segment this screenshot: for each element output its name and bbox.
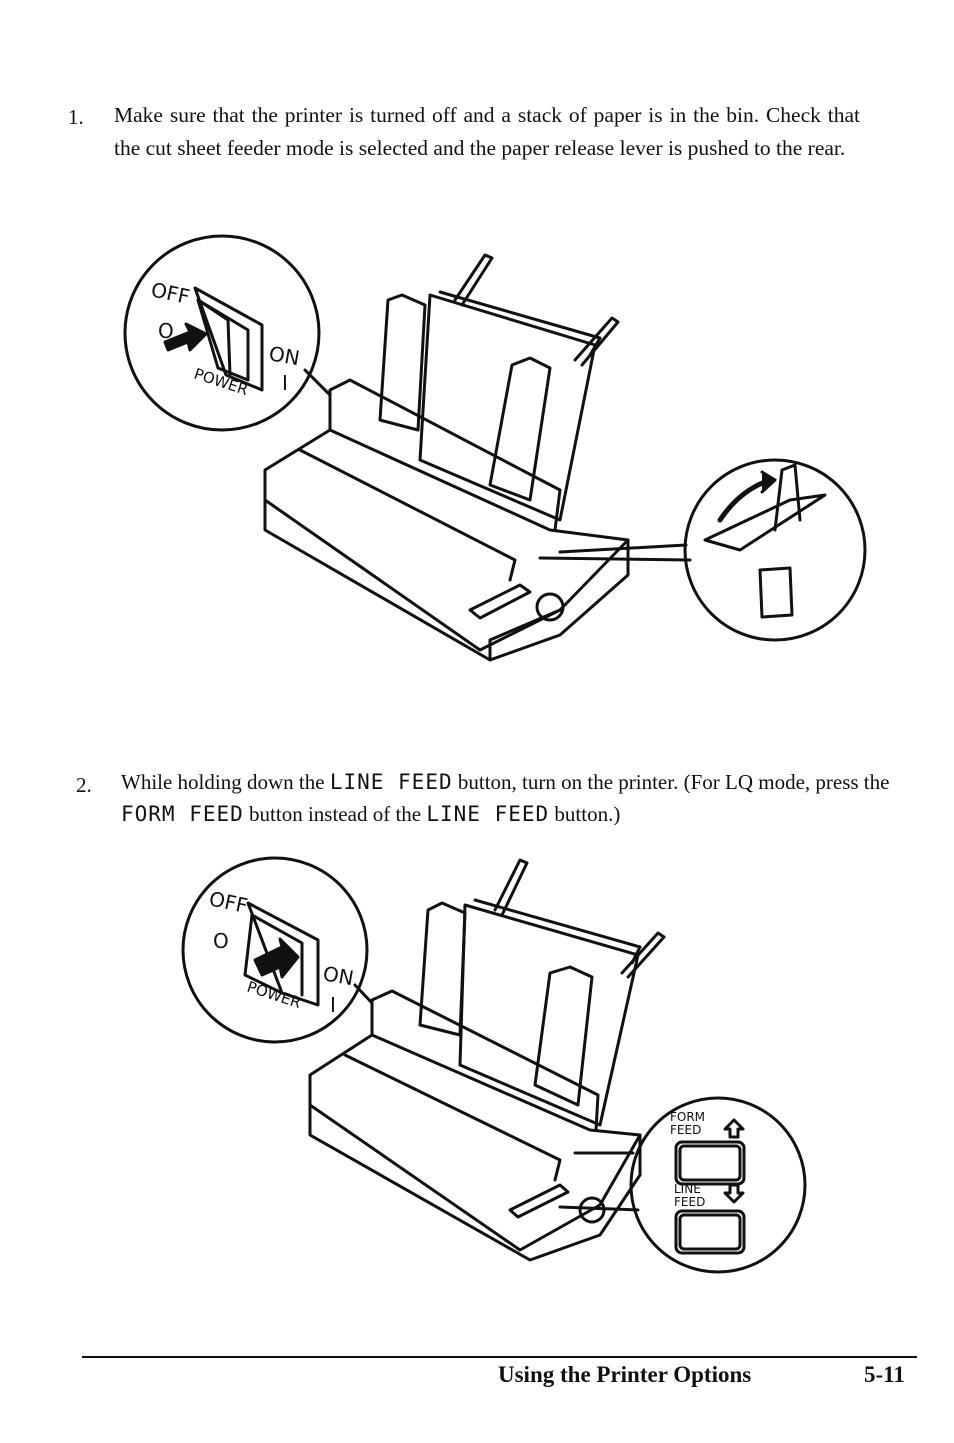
line-feed-key-label: LINE FEED <box>329 770 453 794</box>
step-1-number: 1. <box>68 105 84 129</box>
step-2-text: While holding down the LINE FEED button,… <box>121 766 911 830</box>
form-feed-key-label: FORM FEED <box>121 802 244 826</box>
switch-on-label-2: ON <box>321 961 355 990</box>
switch-on-symbol: I <box>282 371 288 395</box>
figure-2-printer-power-on-illustration: OFF O ON I POWER FORM FEED LINE FEED <box>181 856 807 1274</box>
switch-on-label: ON <box>267 341 301 370</box>
switch-off-label-2: OFF <box>207 886 250 918</box>
line-feed-label-line2: FEED <box>674 1195 705 1209</box>
power-switch-callout-circle-2 <box>181 856 369 1044</box>
form-feed-label-line1: FORM <box>670 1110 705 1124</box>
step-2-text-c: button instead of the <box>249 802 422 826</box>
switch-off-label: OFF <box>149 277 192 309</box>
form-feed-label-line2: FEED <box>670 1123 701 1137</box>
line-feed-key-label-2: LINE FEED <box>426 802 550 826</box>
switch-off-symbol-2: O <box>213 929 229 953</box>
feed-buttons-callout-circle <box>629 1096 807 1274</box>
step-1-text: Make sure that the printer is turned off… <box>114 103 860 160</box>
line-feed-label-line1: LINE <box>674 1182 701 1196</box>
power-label-2: POWER <box>245 978 303 1012</box>
switch-off-symbol: O <box>158 319 174 343</box>
line-feed-button <box>674 1209 746 1255</box>
step-2-number: 2. <box>76 773 92 797</box>
release-lever-callout-circle <box>683 458 867 642</box>
footer-page-number: 5-11 <box>864 1362 905 1387</box>
form-feed-button <box>674 1140 746 1186</box>
step-2-text-a: While holding down the <box>121 770 325 794</box>
footer-section-title: Using the Printer Options <box>498 1362 752 1387</box>
power-switch-callout-circle <box>123 234 321 432</box>
arrow-up-icon <box>723 1118 745 1139</box>
figure-1-printer-power-off-illustration: OFF O ON I POWER <box>123 234 867 662</box>
switch-on-symbol-2: I <box>330 993 336 1017</box>
step-2-text-b: button, turn on the printer. (For LQ mod… <box>457 770 890 794</box>
paper-icon <box>758 566 794 619</box>
arrow-down-icon <box>723 1183 745 1204</box>
step-2-text-d: button.) <box>554 802 621 826</box>
footer-divider <box>82 1356 917 1358</box>
power-switch-icon <box>193 286 264 392</box>
